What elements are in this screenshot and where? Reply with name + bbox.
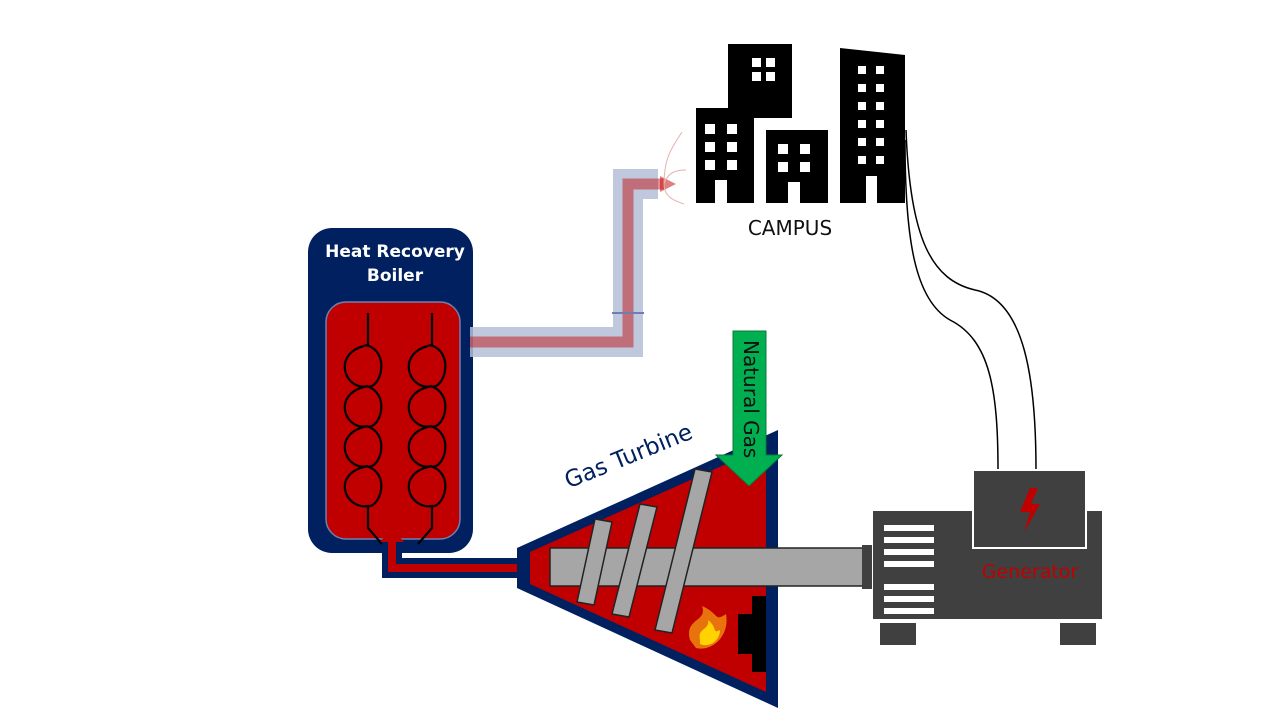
coil-icon — [343, 313, 447, 545]
flame-icon — [689, 606, 727, 649]
generator — [873, 469, 1102, 645]
lightning-icon — [1020, 488, 1040, 532]
heat-recovery-boiler — [308, 228, 473, 553]
building-windows — [705, 58, 884, 203]
boiler-label-line1: Heat Recovery — [325, 242, 465, 262]
gas-turbine — [517, 430, 872, 708]
steam-pipe — [470, 131, 687, 357]
boiler-label-line2: Boiler — [366, 266, 424, 286]
natural-gas-arrow — [714, 330, 784, 487]
campus-label: CAMPUS — [747, 216, 833, 240]
natural-gas-label: Natural Gas — [739, 340, 763, 459]
boiler-label: Heat Recovery Boiler — [310, 240, 480, 288]
exhaust-pipe — [380, 528, 520, 578]
power-cables — [904, 129, 1037, 471]
generator-label: Generator — [981, 561, 1079, 583]
